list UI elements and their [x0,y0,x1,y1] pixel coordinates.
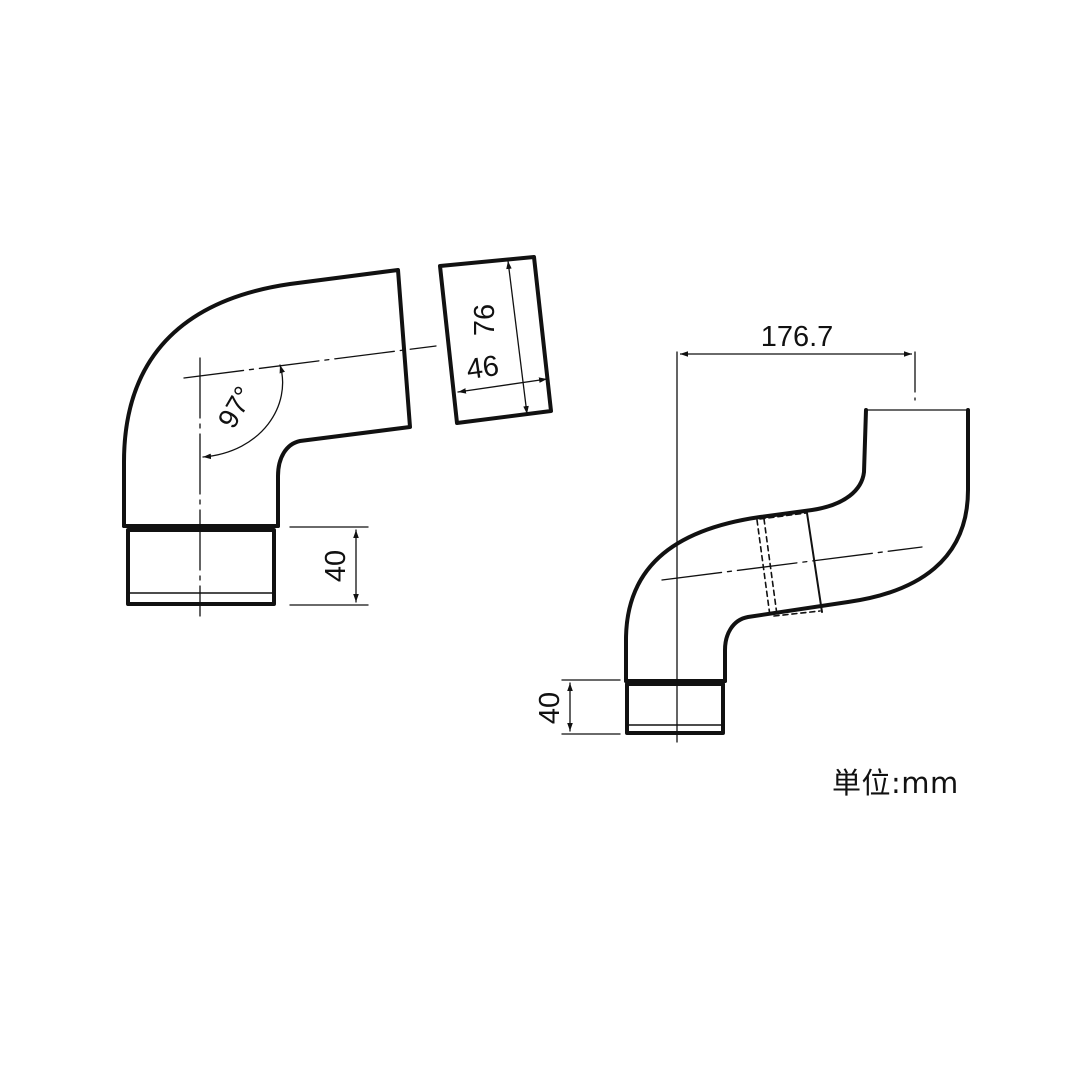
elbow-spigot [126,528,276,606]
outer-diameter-label: 76 [469,304,501,336]
offset-body-outline-left [624,408,868,683]
cross-section-outline [438,255,553,425]
elbow-body-outline [122,268,412,528]
angle-arc [202,364,285,460]
unit-label: 単位:mm [832,766,959,800]
offset-socket-depth-label: 40 [534,692,566,724]
elbow-fitting [122,268,437,617]
offset-fitting [624,351,970,743]
offset-socket-dimension [561,679,621,735]
cross-section-piece [438,255,553,425]
joint-dashed-top [759,512,807,520]
joint-dashed-line-1 [756,519,771,617]
offset-diagonal-centerline [661,546,923,581]
offset-length-label: 176.7 [761,321,834,353]
joint-dashed-bottom [773,610,821,617]
joint-solid-line [806,512,823,613]
elbow-horizontal-centerline [183,345,437,379]
inner-diameter-label: 46 [465,350,501,386]
elbow-socket-dimension [289,526,369,606]
dim-76-line [506,260,529,415]
elbow-socket-depth-label: 40 [320,550,352,582]
joint-dashed-line-2 [763,518,778,616]
dim-46-line [457,377,548,394]
offset-body-outline [723,408,970,683]
offset-spigot [625,682,725,735]
angle-label: 97° [212,381,260,433]
